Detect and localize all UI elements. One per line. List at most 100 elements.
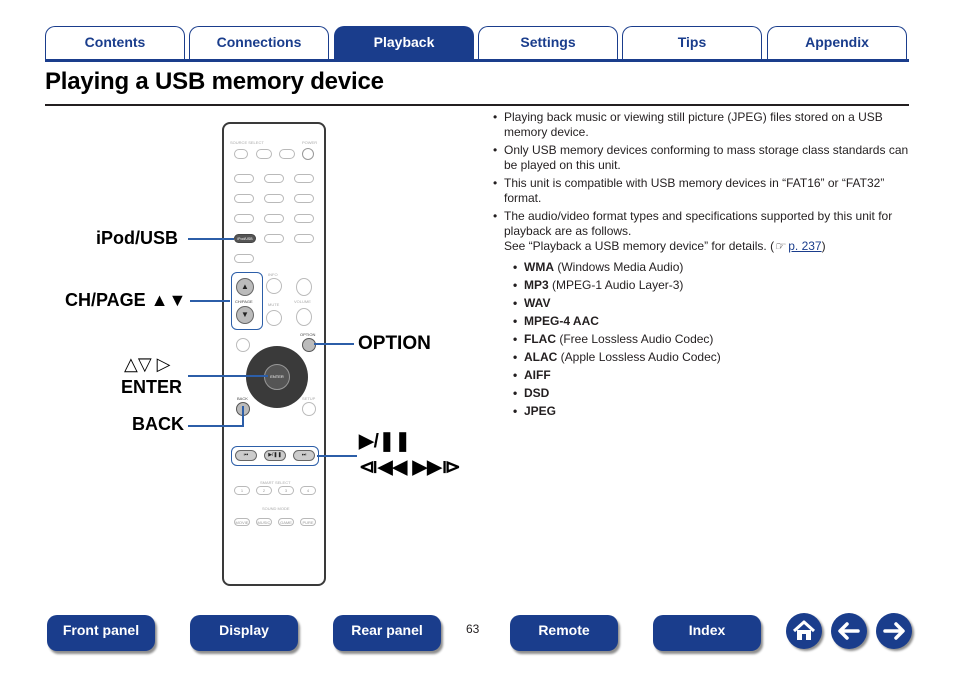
- remote-button: [234, 254, 254, 263]
- remote-button: [234, 194, 254, 203]
- callout-play-pause: ▶/❚❚: [359, 431, 411, 452]
- ipod-usb-remote-button: iPod/USB: [234, 234, 256, 243]
- list-item: DSD: [513, 386, 913, 401]
- tab-appendix[interactable]: Appendix: [767, 26, 907, 60]
- callout-ch-page: CH/PAGE ▲▼: [65, 290, 187, 310]
- callout-line: [190, 300, 230, 302]
- list-item: MP3 (MPEG-1 Audio Layer-3): [513, 278, 913, 293]
- home-icon: [792, 620, 816, 640]
- ch-up-icon: ▲: [236, 278, 254, 296]
- sound-mode-game: GAME: [278, 518, 294, 526]
- callout-line: [242, 406, 244, 426]
- format-desc: (MPEG-1 Audio Layer-3): [552, 278, 684, 292]
- tab-contents[interactable]: Contents: [45, 26, 185, 60]
- callout-option: OPTION: [358, 333, 431, 354]
- format-name: WAV: [524, 296, 551, 310]
- list-item: WMA (Windows Media Audio): [513, 260, 913, 275]
- back-remote-label: BACK: [237, 396, 248, 401]
- remote-button: [234, 149, 248, 159]
- sound-mode-music: MUSIC: [256, 518, 272, 526]
- remote-button: [294, 194, 314, 203]
- callout-back: BACK: [132, 414, 184, 434]
- format-name: MP3: [524, 278, 549, 292]
- tab-settings[interactable]: Settings: [478, 26, 618, 60]
- ch-page-remote-label: CH/PAGE: [235, 299, 253, 304]
- back-arrow-icon: [838, 622, 860, 640]
- power-icon: [302, 148, 314, 160]
- usb-info-content: Playing back music or viewing still pict…: [493, 110, 913, 422]
- callout-line: [188, 425, 244, 427]
- smart-select-4: 4: [300, 486, 316, 495]
- remote-button: [264, 194, 284, 203]
- format-name: JPEG: [524, 404, 557, 418]
- enter-remote-button: ENTER: [264, 364, 290, 390]
- tab-underline: [45, 59, 909, 62]
- volume-up-icon: [296, 278, 312, 296]
- source-select-label: SOURCE SELECT: [230, 140, 264, 145]
- display-button[interactable]: Display: [190, 615, 298, 651]
- format-intro: The audio/video format types and specifi…: [504, 209, 893, 238]
- callout-skip: ⧏◀◀ ▶▶⧐: [359, 457, 461, 478]
- option-remote-button: [302, 338, 316, 352]
- callout-line: [188, 375, 268, 377]
- format-desc: (Apple Lossless Audio Codec): [560, 350, 721, 364]
- skip-forward-remote-button: ⏭: [293, 450, 315, 461]
- ch-down-icon: ▼: [236, 306, 254, 324]
- list-item: Playing back music or viewing still pict…: [493, 110, 913, 140]
- callout-line: [317, 455, 357, 457]
- info-icon: [266, 278, 282, 294]
- remote-button: [264, 174, 284, 183]
- page-number: 63: [466, 622, 480, 636]
- remote-button: [294, 174, 314, 183]
- home-button[interactable]: [786, 613, 822, 649]
- previous-page-button[interactable]: [831, 613, 867, 649]
- callout-ipod-usb: iPod/USB: [96, 228, 179, 248]
- callout-cursor: △▽ ▷: [124, 354, 171, 374]
- format-list: WMA (Windows Media Audio) MP3 (MPEG-1 Au…: [513, 260, 913, 419]
- remote-button: [256, 149, 272, 159]
- format-name: WMA: [524, 260, 554, 274]
- list-item: WAV: [513, 296, 913, 311]
- index-button[interactable]: Index: [653, 615, 761, 651]
- list-item: AIFF: [513, 368, 913, 383]
- setup-label: SETUP: [302, 396, 316, 401]
- format-name: ALAC: [524, 350, 558, 364]
- sound-mode-pure: PURE: [300, 518, 316, 526]
- tab-bar: Contents Connections Playback Settings T…: [45, 26, 909, 62]
- smart-select-2: 2: [256, 486, 272, 495]
- sound-mode-movie: MOVIE: [234, 518, 250, 526]
- title-divider: [45, 104, 909, 106]
- rear-panel-button[interactable]: Rear panel: [333, 615, 441, 651]
- mute-label: MUTE: [268, 302, 280, 307]
- smart-select-label: SMART SELECT: [260, 480, 291, 485]
- ch-page-highlight: [231, 272, 263, 330]
- tab-playback[interactable]: Playback: [334, 26, 474, 60]
- sound-mode-label: SOUND MODE: [262, 506, 290, 511]
- page-link[interactable]: p. 237: [788, 239, 822, 253]
- list-item: The audio/video format types and specifi…: [493, 209, 913, 254]
- remote-button: [294, 214, 314, 223]
- remote-control-illustration: SOURCE SELECT POWER iPod/USB INFO ▲ CH/P…: [222, 122, 326, 586]
- power-label: POWER: [302, 140, 318, 145]
- format-desc: (Windows Media Audio): [557, 260, 684, 274]
- tab-connections[interactable]: Connections: [189, 26, 329, 60]
- list-item: JPEG: [513, 404, 913, 419]
- reference-icon: ☞: [774, 239, 785, 253]
- list-item: ALAC (Apple Lossless Audio Codec): [513, 350, 913, 365]
- format-name: DSD: [524, 386, 550, 400]
- format-name: FLAC: [524, 332, 556, 346]
- list-item: This unit is compatible with USB memory …: [493, 176, 913, 206]
- volume-label: VOLUME: [294, 299, 311, 304]
- remote-button: [279, 149, 295, 159]
- skip-back-remote-button: ⏮: [235, 450, 257, 461]
- format-name: MPEG-4 AAC: [524, 314, 599, 328]
- setup-remote-button: [302, 402, 316, 416]
- format-name: AIFF: [524, 368, 551, 382]
- remote-button[interactable]: Remote: [510, 615, 618, 651]
- callout-line: [314, 343, 354, 345]
- info-label: INFO: [268, 272, 278, 277]
- tab-tips[interactable]: Tips: [622, 26, 762, 60]
- front-panel-button[interactable]: Front panel: [47, 615, 155, 651]
- next-page-button[interactable]: [876, 613, 912, 649]
- smart-select-1: 1: [234, 486, 250, 495]
